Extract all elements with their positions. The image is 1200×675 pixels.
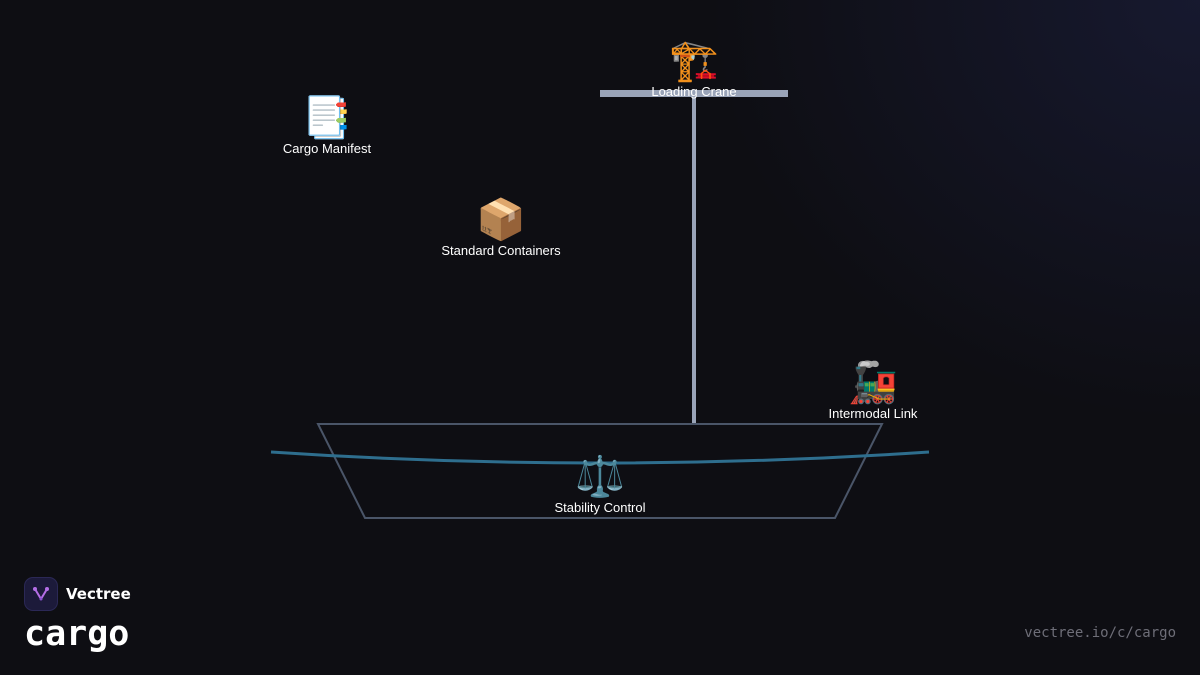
footer-url-link[interactable]: vectree.io/c/cargo [1024, 625, 1176, 641]
brand-name: Vectree [66, 585, 131, 603]
node-label: Standard Containers [441, 243, 561, 258]
node-standard-containers[interactable]: 📦 Standard Containers [411, 197, 591, 259]
vectree-logo-icon[interactable] [24, 577, 58, 611]
node-cargo-manifest[interactable]: 📑 Cargo Manifest [237, 95, 417, 157]
package-icon: 📦 [476, 198, 526, 242]
ship-hull [316, 423, 884, 519]
page-facing-up-icon: 📑 [302, 96, 352, 140]
crane-mast [692, 97, 696, 424]
vectree-logo-mark [33, 587, 49, 601]
node-intermodal-link[interactable]: 🚂 Intermodal Link [783, 360, 963, 422]
node-label: Loading Crane [651, 84, 737, 99]
node-loading-crane[interactable]: 🏗️ Loading Crane [604, 38, 784, 100]
page-title: cargo [24, 614, 130, 654]
waterline [270, 450, 930, 465]
locomotive-icon: 🚂 [848, 361, 898, 405]
brand-block: Vectree cargo [24, 577, 224, 657]
balance-scale-icon: ⚖️ [575, 455, 625, 499]
node-label: Cargo Manifest [282, 141, 372, 156]
node-label: Intermodal Link [828, 406, 918, 421]
node-stability-control[interactable]: ⚖️ Stability Control [510, 454, 690, 516]
crane-beam [600, 90, 788, 97]
node-label: Stability Control [554, 500, 646, 515]
construction-crane-icon: 🏗️ [669, 39, 719, 83]
